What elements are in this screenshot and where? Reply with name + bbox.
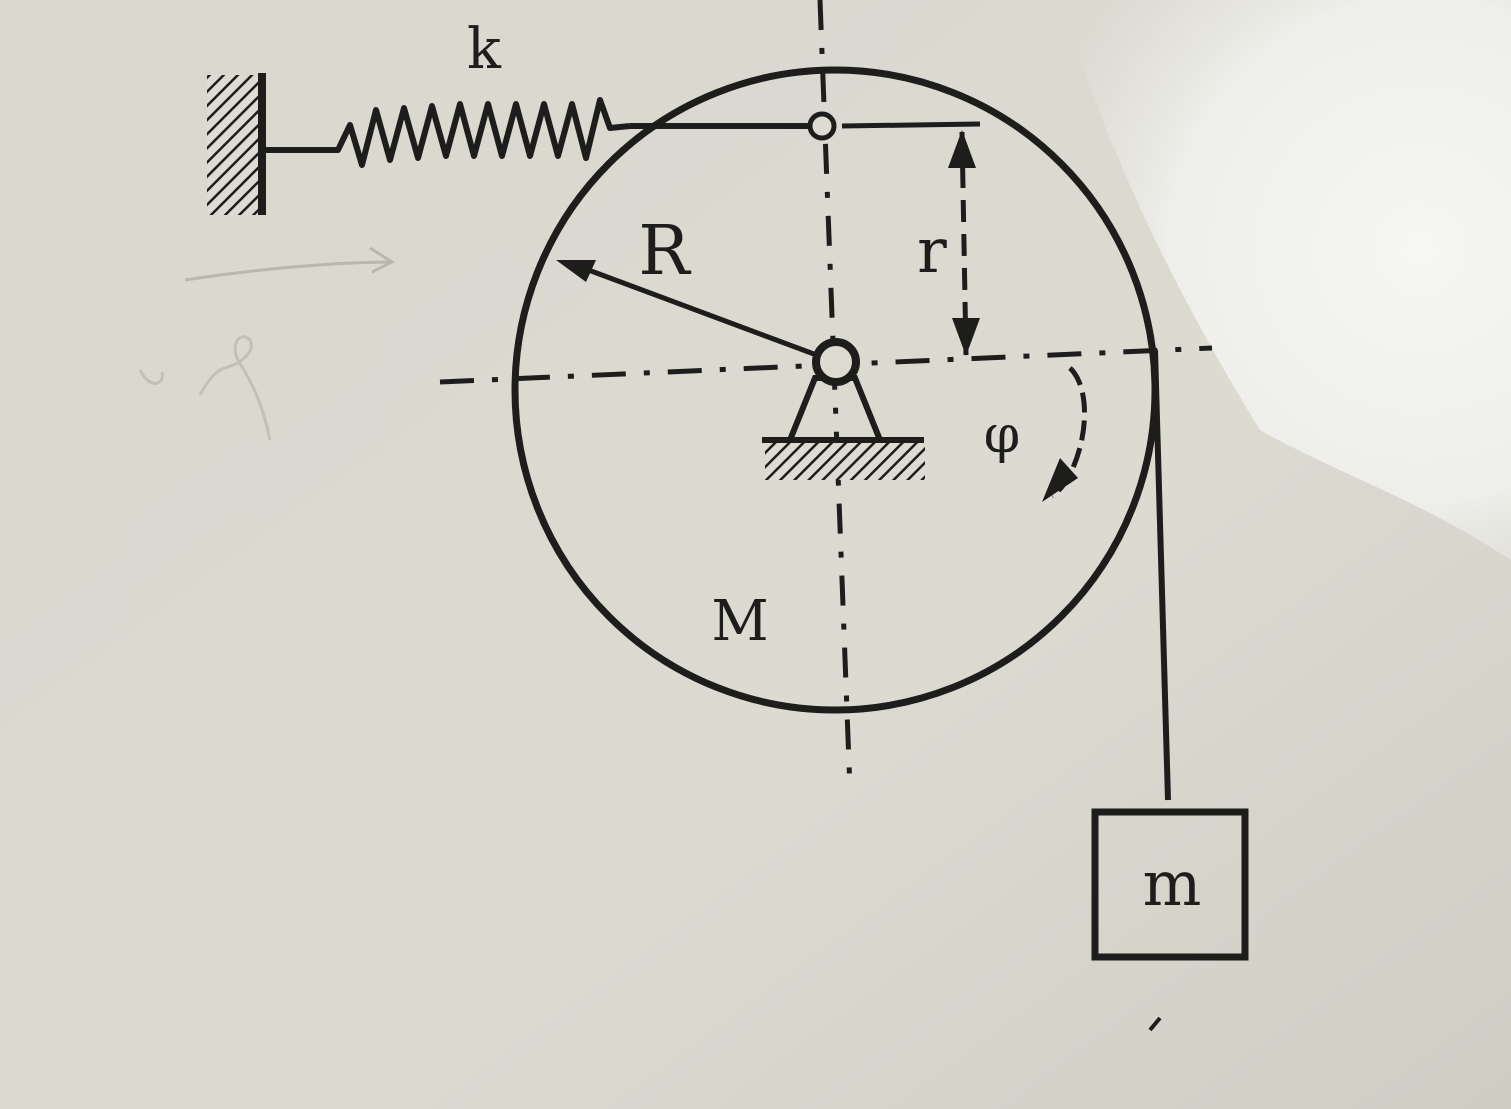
- wall-support: [207, 75, 259, 215]
- rope: [1152, 349, 1171, 801]
- angle-label: φ: [984, 405, 1020, 465]
- radius-r-arrow-line: [574, 262, 831, 363]
- r-arrowhead-bottom: [952, 318, 980, 356]
- spring: [262, 97, 631, 168]
- stray-mark: [1148, 1016, 1162, 1032]
- phi-arrowhead: [1042, 458, 1078, 502]
- radius-r-arrowhead: [556, 260, 596, 282]
- radius-small-label: r: [917, 214, 947, 287]
- center-pivot: [812, 338, 860, 386]
- spring-constant-label: k: [467, 17, 502, 82]
- pencil-scribble-mark: [138, 335, 272, 441]
- block-mass-label: m: [1143, 847, 1202, 920]
- r-dimension-line: [959, 131, 969, 356]
- radius-big-label: R: [638, 212, 691, 291]
- ground-hatch: [765, 440, 925, 480]
- disk-mass-label: M: [711, 589, 768, 654]
- hanging-block: [1091, 808, 1249, 961]
- small-hub-pin: [807, 111, 837, 141]
- pencil-arrow-mark: [184, 246, 396, 282]
- vertical-centerline: [817, 0, 853, 791]
- light-glare: [1060, 0, 1511, 560]
- r-arrowhead-top: [948, 130, 976, 168]
- r-dimension-top-line: [841, 121, 981, 129]
